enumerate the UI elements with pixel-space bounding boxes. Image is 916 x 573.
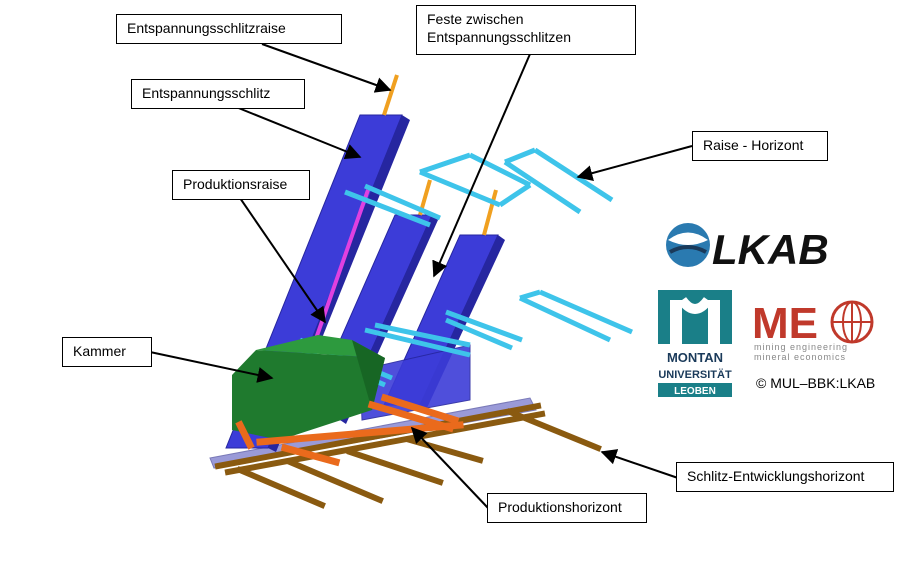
label-feste: Feste zwischen Entspannungsschlitzen — [416, 5, 636, 55]
label-entspannungsschlitzraise: Entspannungsschlitzraise — [116, 14, 342, 44]
chamber — [232, 335, 385, 440]
meo-line1: mining engineering — [754, 342, 848, 352]
production-raise — [310, 189, 370, 351]
label-produktionshorizont: Produktionshorizont — [487, 493, 647, 523]
montan-line2: UNIVERSITÄT — [658, 368, 732, 381]
montan-emblem-icon — [658, 290, 732, 344]
lkab-wordmark: LKAB — [712, 226, 829, 273]
callout-arrows — [149, 43, 693, 509]
label-schlitz-entwicklungshorizont: Schlitz-Entwicklungshorizont — [676, 462, 894, 492]
montan-logo: MONTAN UNIVERSITÄT LEOBEN — [658, 290, 732, 397]
lkab-logo: LKAB — [666, 223, 829, 273]
meo-wordmark: ME — [752, 299, 818, 348]
label-raise-horizont: Raise - Horizont — [692, 131, 828, 161]
montan-line3: LEOBEN — [674, 386, 716, 397]
label-produktionsraise: Produktionsraise — [172, 170, 310, 200]
label-feste-line1: Feste zwischen — [427, 11, 524, 27]
copyright: © MUL–BBK:LKAB — [756, 375, 875, 391]
label-feste-line2: Entspannungsschlitzen — [427, 29, 571, 45]
montan-line1: MONTAN — [667, 350, 723, 365]
meo-logo: ME mining engineering mineral economics — [752, 299, 874, 362]
label-entspannungsschlitz: Entspannungsschlitz — [131, 79, 305, 109]
slot-development-level — [214, 402, 602, 509]
meo-line2: mineral economics — [754, 352, 846, 362]
label-kammer: Kammer — [62, 337, 152, 367]
